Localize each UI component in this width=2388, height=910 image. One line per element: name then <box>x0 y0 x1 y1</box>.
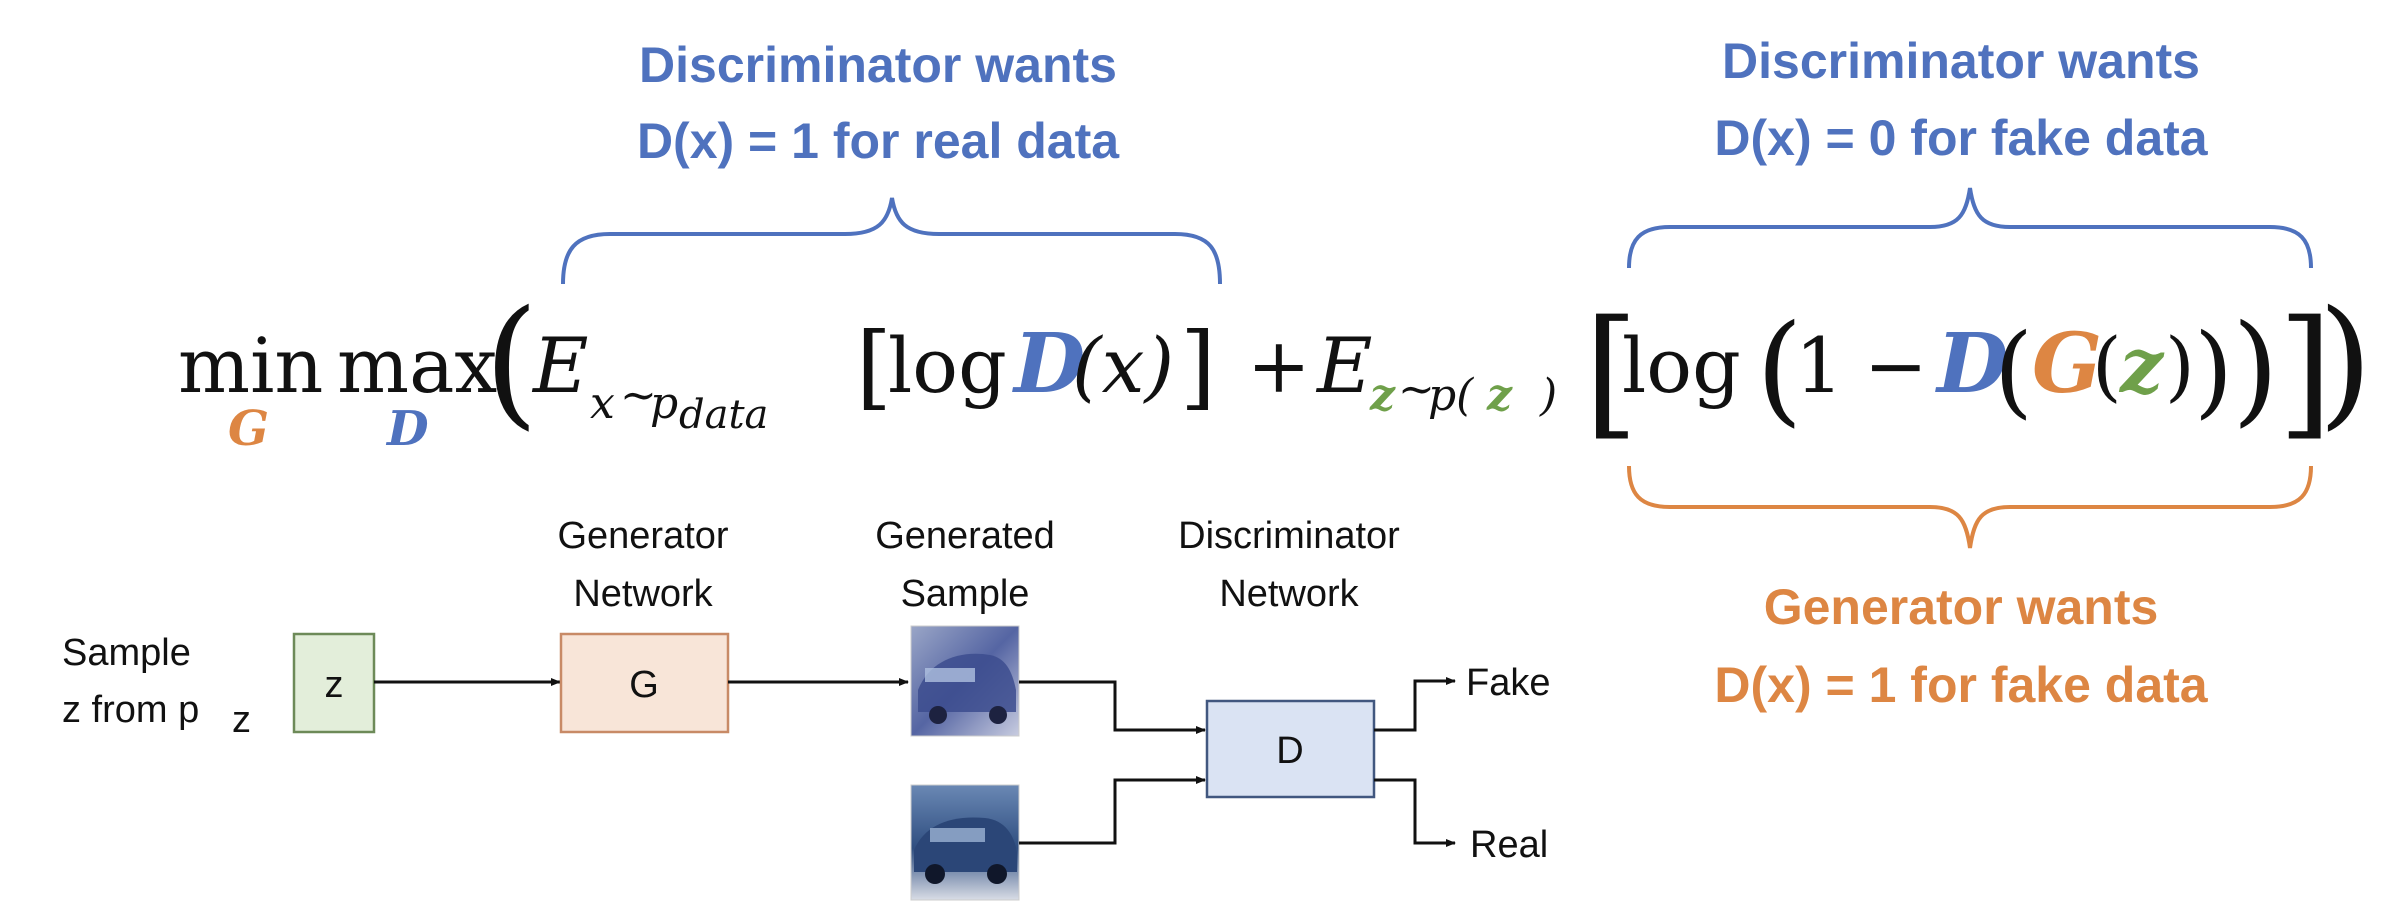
brace-generator-fake <box>1627 465 2313 549</box>
eq-outer-paren-open: ( <box>484 281 539 444</box>
discriminator-box-label: D <box>1276 730 1303 772</box>
eq-z: z <box>2118 321 2165 410</box>
output-real-label: Real <box>1470 824 1548 866</box>
eq-d-1: D <box>1012 316 1085 412</box>
eq-bracket-1-open: [ <box>856 313 892 420</box>
eq-log-1: log <box>888 321 1007 410</box>
output-fake-label: Fake <box>1466 662 1550 704</box>
generated-sample-image <box>910 625 1020 737</box>
real-sample-image <box>910 784 1020 901</box>
annotation-discriminator-real-line1: Discriminator wants <box>639 37 1117 93</box>
eq-d-2: D <box>1935 316 2008 412</box>
eq-e1-sub-data: data <box>679 392 768 438</box>
eq-e2-sub-z-2: z <box>1486 370 1513 421</box>
eq-expectation-1: E <box>531 321 588 410</box>
eq-paren-2-open: ( <box>1756 300 1803 439</box>
eq-e1-sub-p: p <box>650 378 678 429</box>
eq-min: min <box>178 321 323 410</box>
z-box-label: z <box>325 664 344 706</box>
eq-outer-paren-close: ) <box>2318 281 2373 444</box>
annotation-generator-fake-line1: Generator wants <box>1764 579 2159 635</box>
eq-max: max <box>337 321 497 410</box>
arrow-discriminator-to-fake <box>1374 677 1456 732</box>
annotation-discriminator-real: Discriminator wants D(x) = 1 for real da… <box>637 37 1120 169</box>
eq-max-subscript-d: D <box>385 401 429 457</box>
eq-bracket-2-open: [ <box>1584 291 1639 454</box>
sample-label-line1: Sample <box>62 632 191 674</box>
generator-box <box>559 632 730 734</box>
annotation-generator-fake-line2: D(x) = 1 for fake data <box>1714 657 2208 713</box>
eq-e2-sub-close: ) <box>1539 370 1557 421</box>
sample-label-subscript: z <box>232 699 251 741</box>
gan-diagram: Sample z from p z z Generator Network G … <box>62 515 1550 901</box>
annotation-discriminator-fake: Discriminator wants D(x) = 0 for fake da… <box>1714 33 2208 166</box>
z-box <box>292 632 376 734</box>
gan-objective-equation: min G max D ( E x ~ p data [ log D (x) ]… <box>178 281 2373 457</box>
eq-e1-sub-x: x <box>590 378 615 429</box>
eq-bracket-2-close: ] <box>2278 291 2333 454</box>
eq-plus: + <box>1247 321 1311 410</box>
eq-paren-3-open: ( <box>1994 312 2033 429</box>
generator-label-line2: Network <box>573 573 713 615</box>
annotation-generator-fake: Generator wants D(x) = 1 for fake data <box>1714 579 2208 713</box>
eq-one: 1 <box>1795 321 1843 410</box>
arrow-discriminator-to-real <box>1374 778 1456 847</box>
eq-minus: − <box>1864 321 1928 410</box>
generated-label-line1: Generated <box>875 515 1055 557</box>
eq-log-2: log <box>1622 321 1741 410</box>
brace-discriminator-fake <box>1627 187 2313 269</box>
eq-e2-sub-tilde: ~ <box>1398 364 1435 415</box>
eq-e2-sub-z: z <box>1369 370 1396 421</box>
eq-e1-sub-tilde: ~ <box>620 370 657 421</box>
annotation-discriminator-fake-line2: D(x) = 0 for fake data <box>1714 110 2208 166</box>
eq-paren-4-close: ) <box>2165 321 2195 410</box>
eq-expectation-2: E <box>1315 321 1372 410</box>
eq-min-subscript-g: G <box>228 401 269 457</box>
eq-g: G <box>2032 316 2102 412</box>
generator-label-line1: Generator <box>557 515 728 557</box>
discriminator-box <box>1205 699 1376 799</box>
eq-e2-sub-p: p( <box>1428 370 1474 421</box>
eq-paren-4-open: ( <box>2092 321 2122 410</box>
discriminator-label-line2: Network <box>1219 573 1359 615</box>
annotation-discriminator-fake-line1: Discriminator wants <box>1722 33 2200 89</box>
sample-label-line2: z from p <box>62 689 199 731</box>
eq-paren-3-close: ) <box>2194 312 2233 429</box>
generator-box-label: G <box>629 664 659 706</box>
brace-discriminator-real <box>561 197 1222 285</box>
eq-d-1-argument: (x) <box>1072 321 1174 410</box>
arrow-generated-to-discriminator <box>1019 680 1206 734</box>
eq-paren-2-close: ) <box>2232 300 2279 439</box>
arrow-real-to-discriminator <box>1019 776 1206 845</box>
generated-label-line2: Sample <box>901 573 1030 615</box>
discriminator-label-line1: Discriminator <box>1178 515 1400 557</box>
annotation-discriminator-real-line2: D(x) = 1 for real data <box>637 113 1120 169</box>
eq-bracket-1-close: ] <box>1180 313 1216 420</box>
